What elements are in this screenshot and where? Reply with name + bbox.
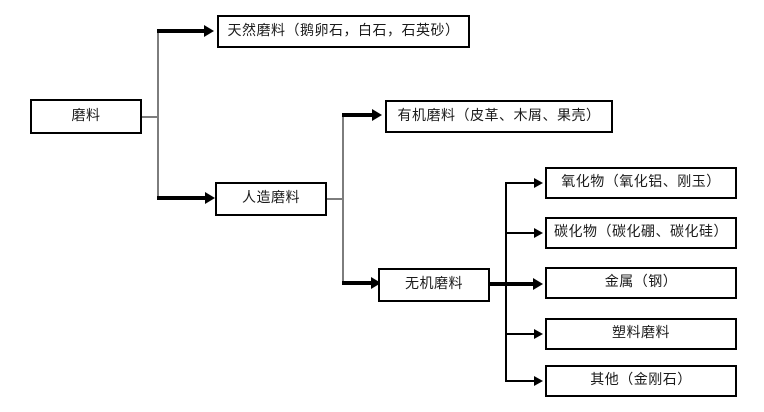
node-label-metal: 金属（钢） <box>604 275 678 290</box>
node-label-natural-abrasive: 天然磨料（鹅卵石，白石，石英砂） <box>227 23 460 39</box>
arrowhead-metal <box>533 278 543 290</box>
node-plastic-abrasive[interactable]: 塑料磨料 <box>545 318 737 350</box>
arrowhead-artificial <box>205 192 215 204</box>
arrowhead-natural <box>204 25 214 37</box>
connector-branch-metal <box>490 282 539 286</box>
arrowhead-other <box>534 376 543 386</box>
connector-branch-plastic <box>505 333 539 335</box>
node-label-plastic-abrasive: 塑料磨料 <box>612 326 670 341</box>
node-label-other: 其他（金刚石） <box>590 373 692 388</box>
arrowhead-organic <box>372 109 382 121</box>
connector-branch-natural <box>157 29 207 33</box>
node-label-abrasive-root: 磨料 <box>71 108 101 124</box>
connector-branch-carbide <box>505 232 539 234</box>
node-label-organic-abrasive: 有机磨料（皮革、木屑、果壳） <box>397 108 601 124</box>
connector-branch-other <box>505 380 539 382</box>
arrowhead-inorganic <box>371 277 381 289</box>
node-label-inorganic-abrasive: 无机磨料 <box>405 277 463 292</box>
node-abrasive-root[interactable]: 磨料 <box>30 99 142 134</box>
connector-artificial-stub <box>327 198 344 200</box>
arrowhead-oxide <box>534 178 543 188</box>
node-other[interactable]: 其他（金刚石） <box>545 365 737 397</box>
connector-root-stub <box>142 116 159 118</box>
node-label-carbide: 碳化物（碳化硼、碳化硅） <box>554 225 728 240</box>
node-label-artificial-abrasive: 人造磨料 <box>242 191 300 206</box>
connector-branch-artificial <box>157 196 208 200</box>
connector-trunk-level1 <box>157 31 159 199</box>
connector-branch-oxide <box>505 182 539 184</box>
node-metal[interactable]: 金属（钢） <box>545 267 737 299</box>
connector-branch-organic <box>342 113 375 117</box>
node-artificial-abrasive[interactable]: 人造磨料 <box>215 182 327 216</box>
node-inorganic-abrasive[interactable]: 无机磨料 <box>378 268 490 302</box>
connector-branch-inorganic <box>342 281 375 285</box>
node-carbide[interactable]: 碳化物（碳化硼、碳化硅） <box>545 217 737 249</box>
arrowhead-plastic <box>534 329 543 339</box>
connector-trunk-level2 <box>342 115 344 283</box>
node-natural-abrasive[interactable]: 天然磨料（鹅卵石，白石，石英砂） <box>217 15 470 48</box>
node-organic-abrasive[interactable]: 有机磨料（皮革、木屑、果壳） <box>385 100 613 133</box>
arrowhead-carbide <box>534 228 543 238</box>
node-label-oxide: 氧化物（氧化铝、刚玉） <box>561 175 721 190</box>
node-oxide[interactable]: 氧化物（氧化铝、刚玉） <box>545 167 737 199</box>
